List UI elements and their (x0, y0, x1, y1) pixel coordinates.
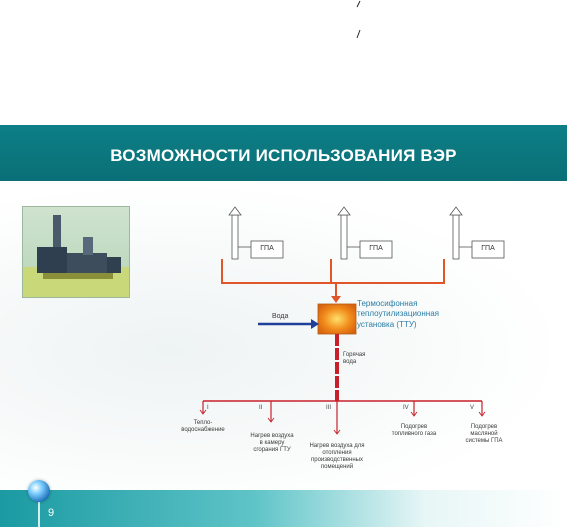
consumer-label-1: Тепло-водоснабжение (181, 420, 225, 433)
branches (202, 401, 483, 433)
consumer-numeral-4: IV (403, 405, 409, 411)
gpa-box-1 (250, 240, 284, 259)
hot-water-label: Горячая вода (343, 352, 366, 365)
water-inlet-arrow (311, 319, 319, 329)
diagram-svg (199, 206, 505, 435)
water-in-label: Вода (272, 313, 289, 320)
ttu-box (317, 303, 357, 335)
gpa-label-1: ГПА (260, 245, 274, 252)
page-number: 9 (48, 507, 55, 519)
gpa-box-3 (471, 240, 505, 259)
globe-stem (38, 502, 40, 527)
consumer-label-5: Подогрев масляной системы ГПА (465, 424, 503, 444)
consumer-numeral-2: II (259, 405, 263, 411)
consumer-label-2: Нагрев воздуха в камеру сгорания ГТУ (250, 433, 294, 453)
footer-band (0, 490, 567, 527)
globe-icon (28, 480, 50, 502)
scan-marks (356, 0, 361, 39)
gas-plant-illustration (23, 215, 129, 297)
header-band (0, 125, 567, 181)
gas-plant-photo (22, 206, 130, 298)
gpa-label-3: ГПА (481, 245, 495, 252)
ttu-label: Термосифонная теплоутилизационная устано… (357, 299, 439, 329)
slide-title: ВОЗМОЖНОСТИ ИСПОЛЬЗОВАНИЯ ВЭР (110, 146, 457, 165)
chimney-2 (337, 206, 351, 260)
consumer-numeral-5: V (470, 405, 475, 411)
exhaust-arrow (331, 296, 341, 303)
branch-arrows (199, 409, 486, 435)
chimney-1 (228, 206, 242, 260)
exhaust-lines (221, 259, 445, 298)
consumer-label-3: Нагрев воздуха для отопления производств… (309, 443, 365, 470)
consumer-numeral-1: I (207, 405, 209, 411)
chimney-3 (449, 206, 463, 260)
consumer-numeral-3: III (326, 405, 332, 411)
gpa-box-2 (359, 240, 393, 259)
gpa-label-2: ГПА (369, 245, 383, 252)
consumer-label-4: Подогрев топливного газа (391, 424, 437, 437)
